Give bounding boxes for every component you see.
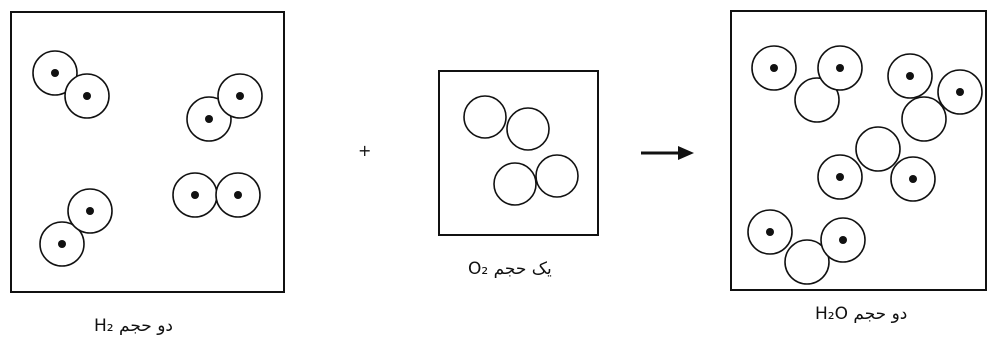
hydrogen-caption: دو حجم H₂: [94, 316, 173, 336]
hydrogen-nucleus-dot: [906, 72, 914, 80]
hydrogen-nucleus-dot: [58, 240, 66, 248]
water-box: [730, 10, 987, 291]
hydrogen-nucleus-dot: [86, 207, 94, 215]
hydrogen-nucleus-dot: [83, 92, 91, 100]
o2-molecule: [463, 95, 550, 151]
hydrogen-nucleus-dot: [236, 92, 244, 100]
oxygen-atom: [506, 107, 550, 151]
hydrogen-nucleus-dot: [836, 64, 844, 72]
oxygen-caption: یک حجم O₂: [468, 259, 552, 279]
oxygen-atom: [463, 95, 507, 139]
hydrogen-nucleus-dot: [839, 236, 847, 244]
oxygen-atom: [493, 162, 537, 206]
oxygen-atom: [855, 126, 901, 172]
oxygen-atom: [535, 154, 579, 198]
h2o-molecule: [751, 45, 863, 123]
h2o-molecule: [747, 209, 866, 285]
oxygen-box-frame: [438, 70, 599, 236]
h2o-molecule: [817, 126, 936, 202]
oxygen-box: [438, 70, 599, 236]
reaction-arrow: [641, 146, 694, 160]
hydrogen-nucleus-dot: [51, 69, 59, 77]
hydrogen-box: [10, 11, 285, 293]
hydrogen-box-frame: [10, 11, 285, 293]
oxygen-atom: [901, 96, 947, 142]
hydrogen-nucleus-dot: [766, 228, 774, 236]
h2-molecule: [172, 172, 261, 218]
hydrogen-nucleus-dot: [191, 191, 199, 199]
h2-molecule: [39, 188, 113, 267]
water-box-frame: [730, 10, 987, 291]
plus-sign: +: [358, 141, 372, 160]
hydrogen-nucleus-dot: [205, 115, 213, 123]
hydrogen-nucleus-dot: [909, 175, 917, 183]
h2o-molecule: [887, 53, 983, 142]
o2-molecule: [493, 154, 579, 206]
h2-molecule: [186, 73, 263, 142]
h2-molecule: [32, 50, 110, 119]
hydrogen-nucleus-dot: [956, 88, 964, 96]
oxygen-atom: [794, 77, 840, 123]
hydrogen-nucleus-dot: [770, 64, 778, 72]
water-caption: دو حجم H₂O: [815, 304, 908, 324]
hydrogen-nucleus-dot: [836, 173, 844, 181]
oxygen-atom: [784, 239, 830, 285]
arrow-head: [678, 146, 694, 160]
hydrogen-nucleus-dot: [234, 191, 242, 199]
